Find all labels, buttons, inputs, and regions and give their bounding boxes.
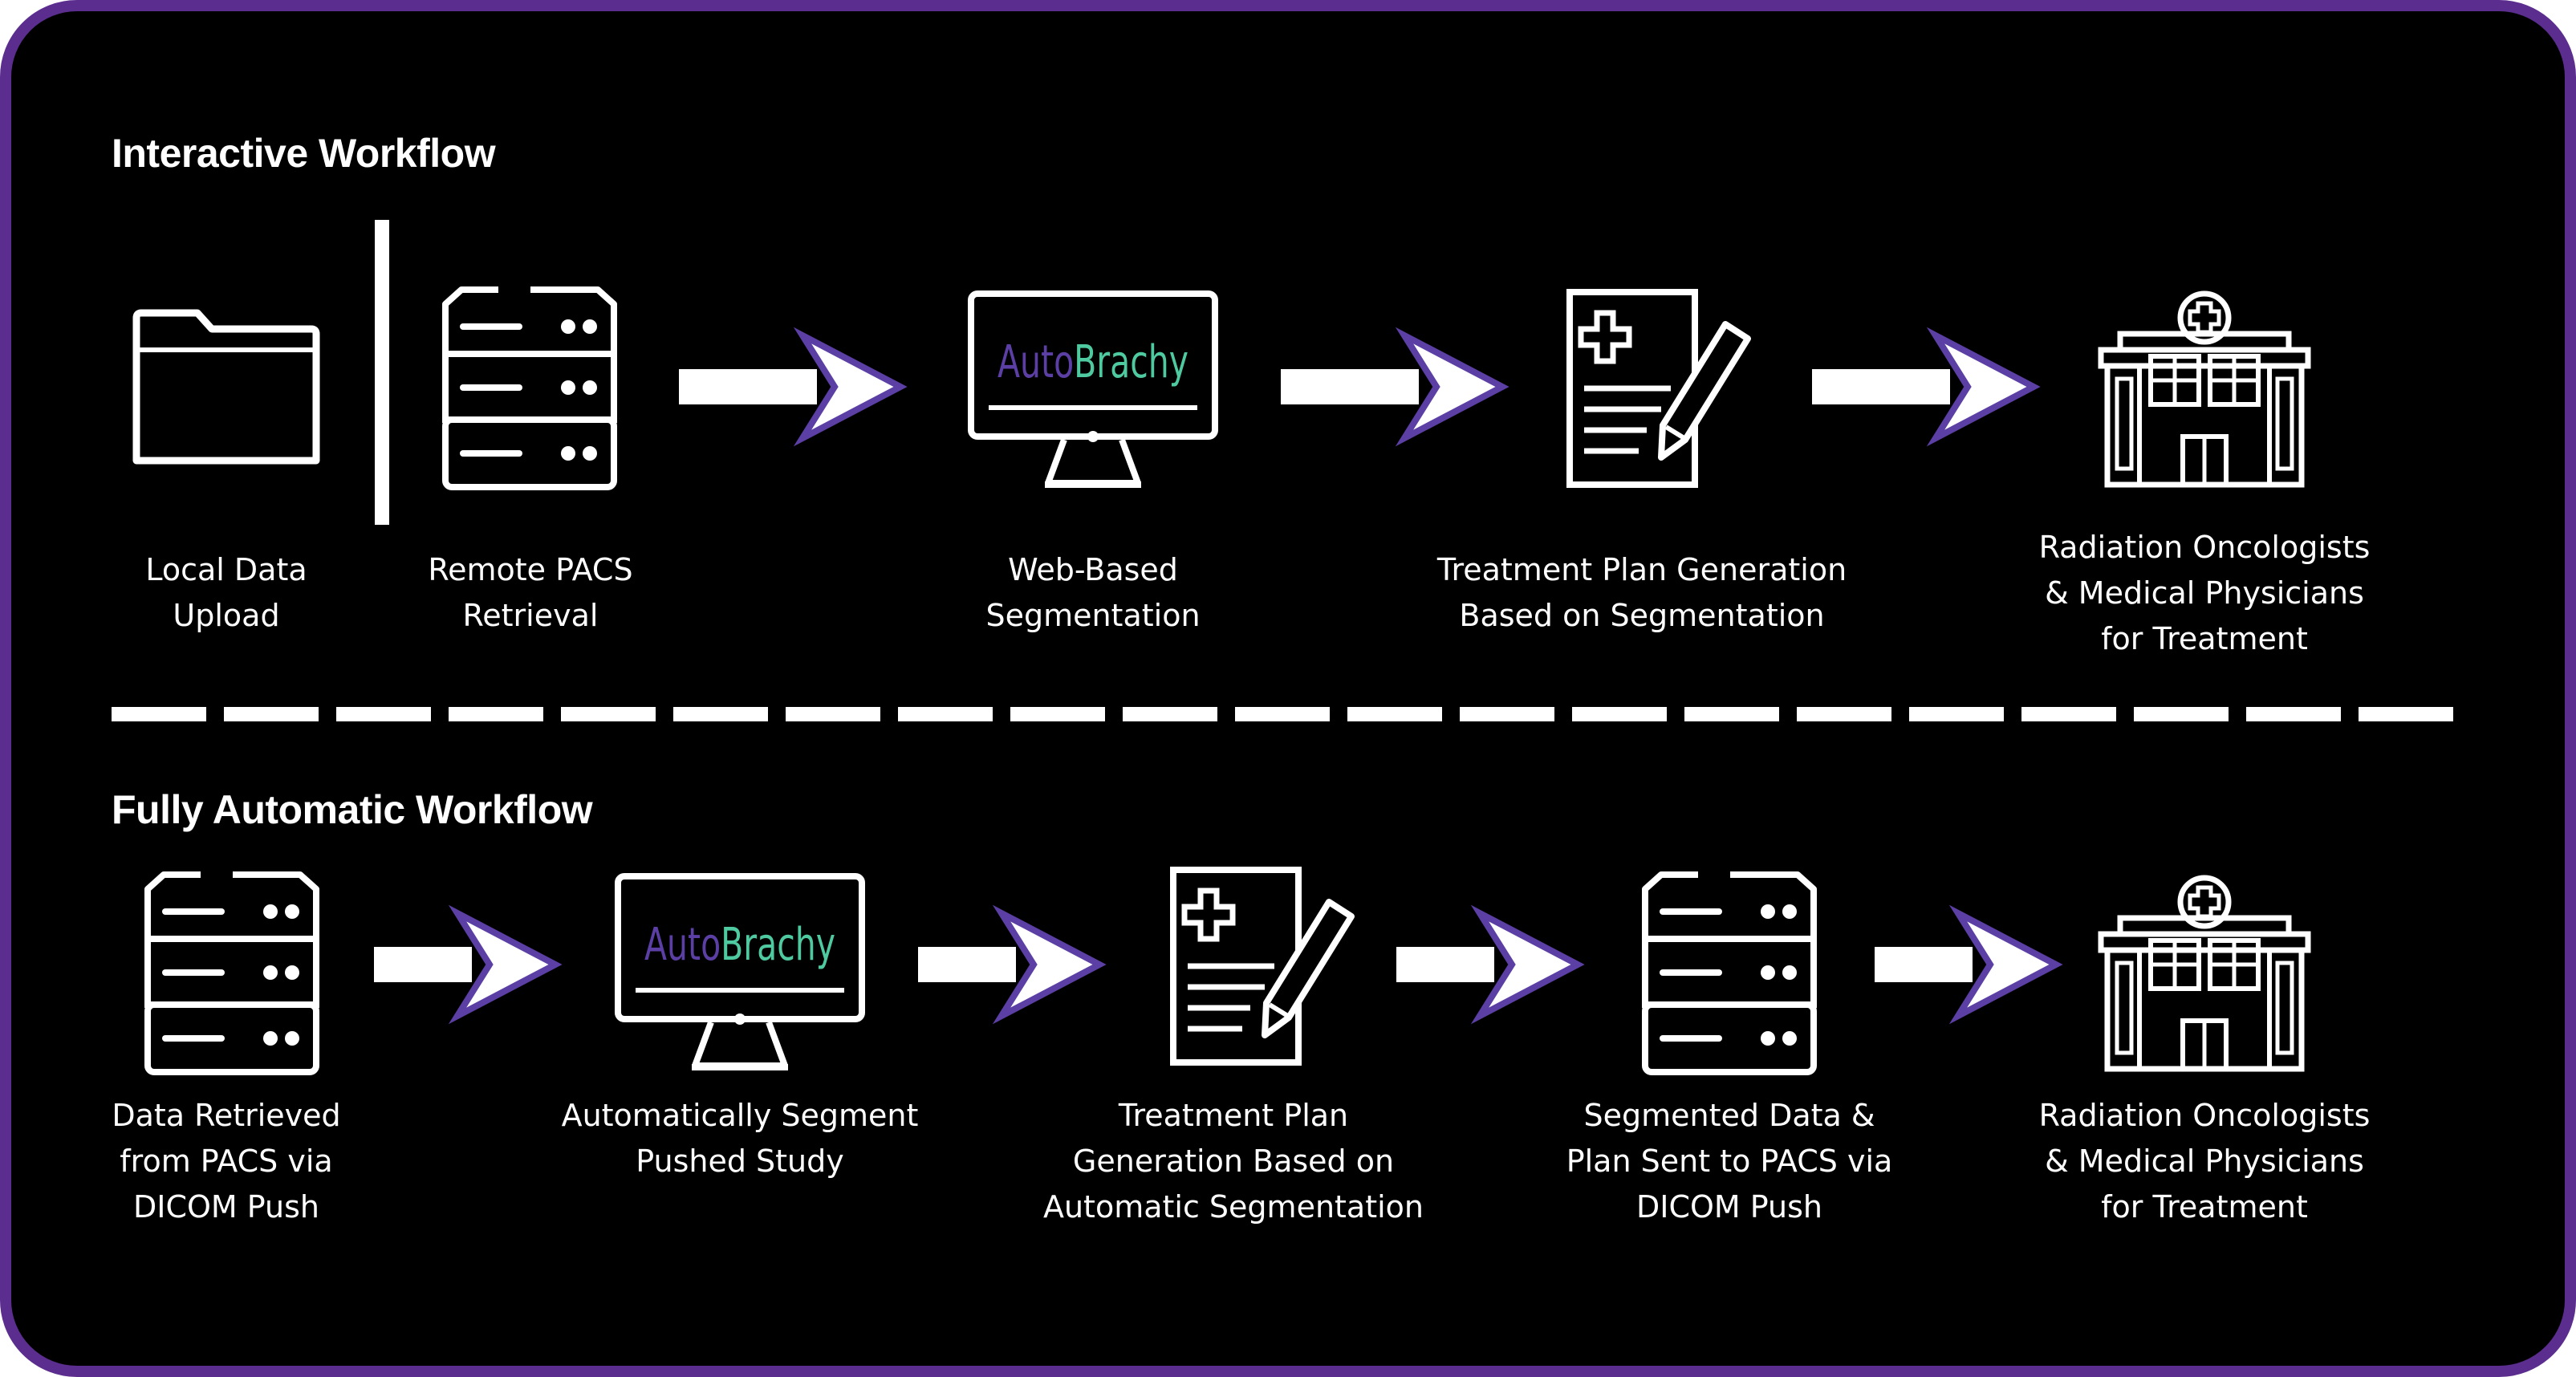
monitor-icon: AutoBrachy [968, 290, 1218, 491]
arrow-right-icon [1279, 327, 1509, 447]
automatic-workflow-title: Fully Automatic Workflow [112, 787, 593, 832]
arrow-right-icon [677, 327, 908, 447]
arrow-right-icon [372, 904, 563, 1025]
step-label: Radiation Oncologists& Medical Physician… [2038, 530, 2371, 656]
hospital-icon [2096, 873, 2313, 1074]
arrow-right-icon [916, 904, 1107, 1025]
server-icon [1642, 871, 1817, 1077]
brand-wordmark: AutoBrachy [644, 919, 835, 971]
server-icon [144, 871, 319, 1077]
section-divider [112, 707, 2468, 721]
server-icon [442, 286, 617, 492]
step-label: Radiation Oncologists& Medical Physician… [2038, 1098, 2371, 1225]
document-pen-icon [1566, 289, 1759, 489]
hospital-icon [2096, 289, 2313, 489]
arrow-right-icon [1395, 904, 1585, 1025]
arrow-right-icon [1810, 327, 2041, 447]
brand-wordmark: AutoBrachy [997, 336, 1188, 388]
monitor-icon: AutoBrachy [615, 873, 865, 1074]
document-pen-icon [1170, 867, 1363, 1067]
arrow-right-icon [1873, 904, 2063, 1025]
source-separator [375, 220, 389, 525]
interactive-workflow-title: Interactive Workflow [112, 131, 496, 176]
folder-icon [130, 309, 323, 467]
